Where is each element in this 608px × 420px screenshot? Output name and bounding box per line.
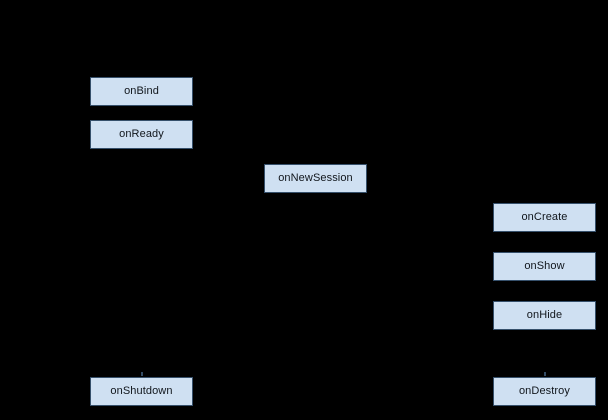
node-on-new-session-label: onNewSession [278,172,353,184]
node-on-destroy-label: onDestroy [518,385,571,397]
node-on-bind-label: onBind [124,85,159,97]
node-on-bind[interactable]: onBind [90,77,193,106]
node-on-show[interactable]: onShow [493,252,596,281]
node-on-hide-label: onHide [526,309,563,321]
node-on-hide[interactable]: onHide [493,301,596,330]
connector-stub-on-destroy [544,372,546,376]
node-on-destroy[interactable]: onDestroy [493,377,596,406]
node-on-ready[interactable]: onReady [90,120,193,149]
node-on-create-label: onCreate [521,211,568,223]
node-on-show-label: onShow [524,260,565,272]
connector-stub-on-shutdown [141,372,143,376]
node-on-shutdown[interactable]: onShutdown [90,377,193,406]
node-on-create[interactable]: onCreate [493,203,596,232]
node-on-new-session[interactable]: onNewSession [264,164,367,193]
node-on-ready-label: onReady [119,128,164,140]
node-on-shutdown-label: onShutdown [110,385,173,397]
